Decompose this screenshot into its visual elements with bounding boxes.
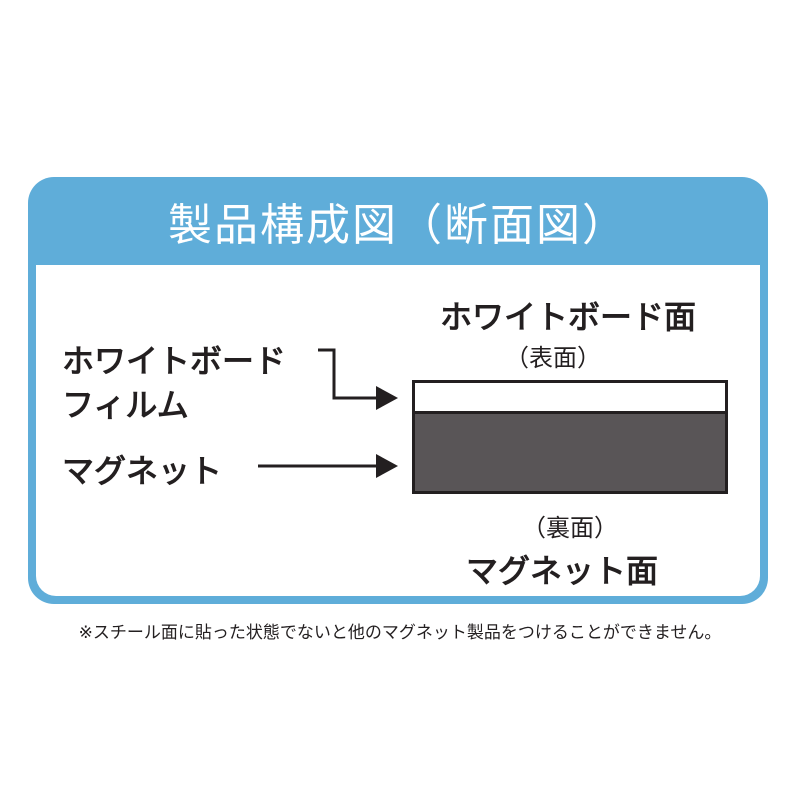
magnet-layer bbox=[412, 414, 728, 494]
magnet-label: マグネット bbox=[62, 452, 223, 490]
diagram-title: 製品構成図（断面図） bbox=[168, 200, 628, 251]
front-face-label: ホワイトボード面 bbox=[440, 298, 697, 336]
film-arrow bbox=[318, 348, 378, 400]
magnet-arrowhead bbox=[376, 454, 398, 478]
film-label-line2: フィルム bbox=[62, 386, 189, 424]
front-face-sublabel: （表面） bbox=[505, 344, 601, 372]
back-face-sublabel: （裏面） bbox=[522, 514, 618, 542]
footnote: ※スチール面に貼った状態でないと他のマグネット製品をつけることができません。 bbox=[78, 623, 722, 643]
film-arrowhead bbox=[376, 386, 398, 410]
whiteboard-film-layer bbox=[412, 380, 728, 414]
back-face-label: マグネット面 bbox=[466, 552, 659, 590]
film-label-line1: ホワイトボード bbox=[62, 342, 287, 380]
